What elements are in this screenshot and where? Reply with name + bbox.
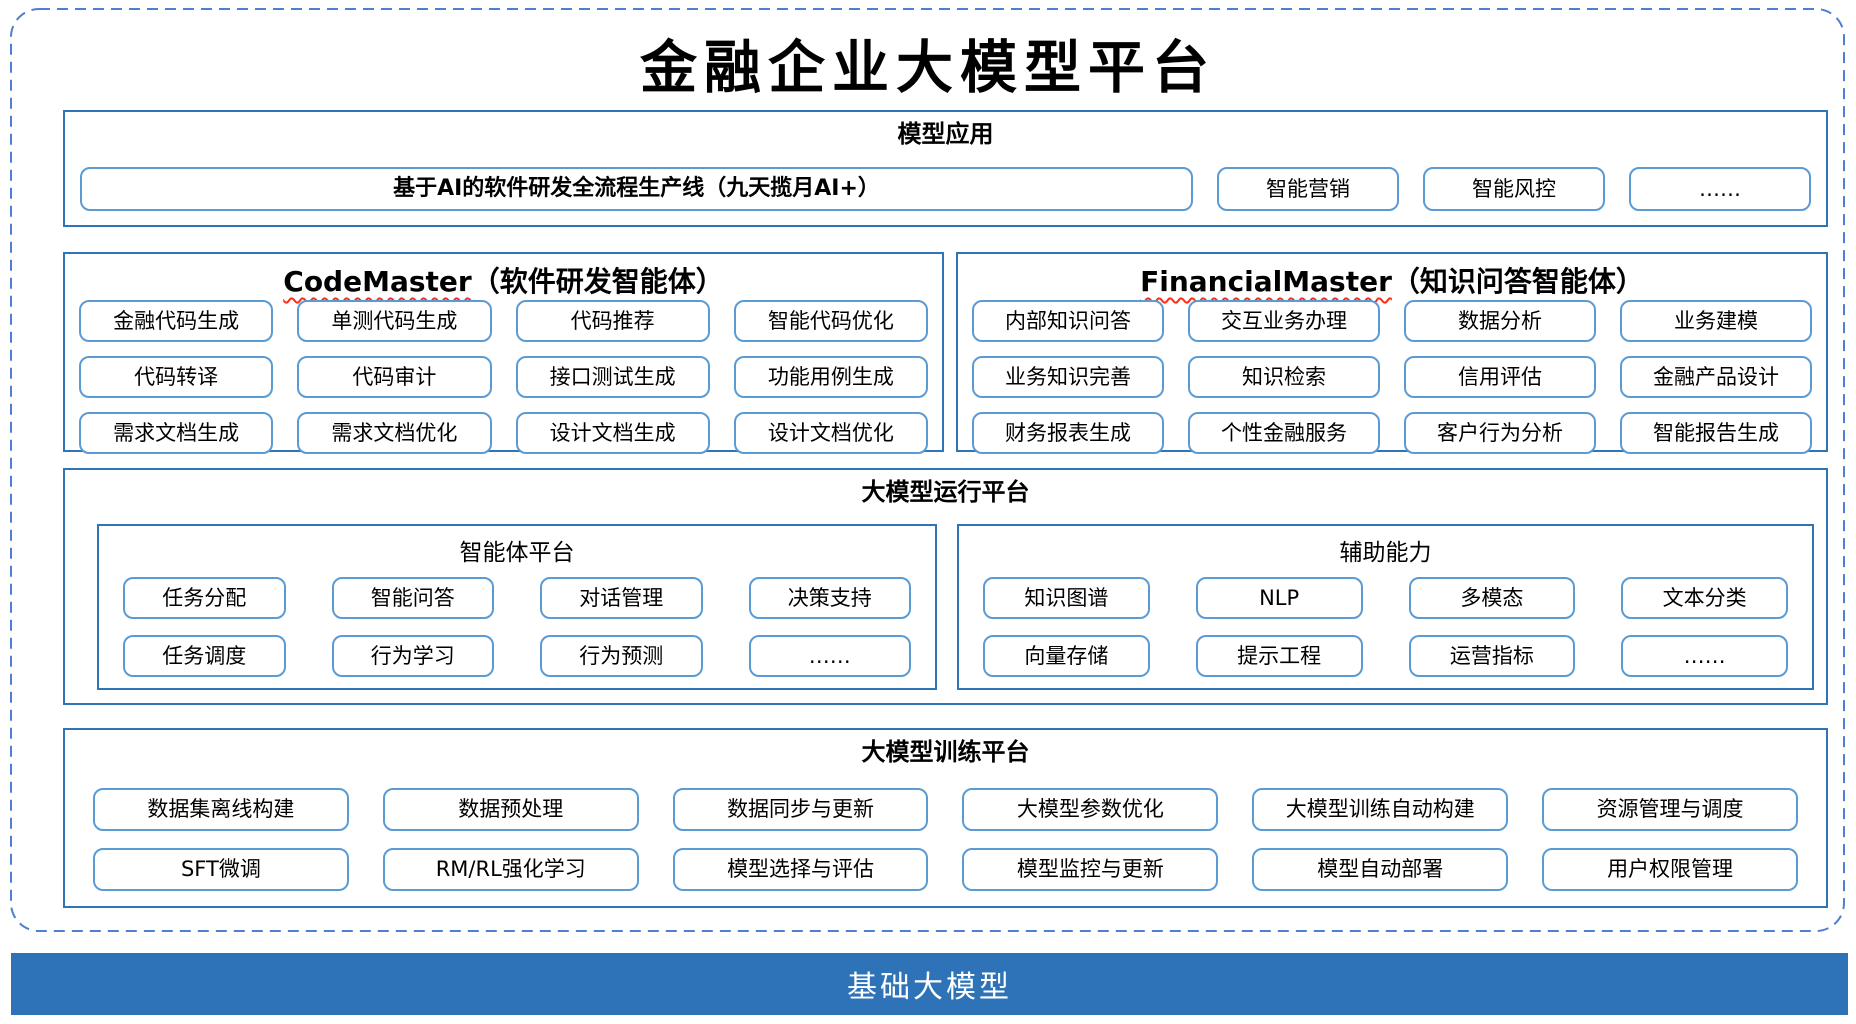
- training-node: 模型监控与更新: [962, 848, 1219, 891]
- codemaster-node: 代码审计: [297, 356, 492, 398]
- codemaster-node: 单测代码生成: [297, 300, 492, 342]
- agent-platform-grid: 任务分配 智能问答 对话管理 决策支持任务调度 行为学习 行为预测 ……: [123, 577, 911, 677]
- page-title: 金融企业大模型平台: [640, 34, 1216, 101]
- financialmaster-name-en: FinancialMaster: [1140, 265, 1392, 298]
- codemaster-node: 需求文档优化: [297, 412, 492, 454]
- codemaster-node: 代码转译: [79, 356, 274, 398]
- app-node-smart-risk-control: 智能风控: [1423, 167, 1605, 211]
- auxiliary-capability-node: 知识图谱: [983, 577, 1150, 619]
- financialmaster-node: 财务报表生成: [972, 412, 1164, 454]
- model-applications-row: 基于AI的软件研发全流程生产线（九天揽月AI+） 智能营销 智能风控 ……: [80, 167, 1811, 211]
- training-platform-heading: 大模型训练平台: [861, 738, 1030, 766]
- auxiliary-capability-node: 多模态: [1408, 577, 1576, 619]
- financialmaster-node: 智能报告生成: [1620, 412, 1812, 454]
- section-runtime-platform: 大模型运行平台 智能体平台 任务分配 智能问答 对话管理 决策支持任务调度 行为学习 行为…: [63, 468, 1828, 705]
- auxiliary-capability-node: 提示工程: [1195, 635, 1363, 677]
- agent-platform-box: 智能体平台 任务分配 智能问答 对话管理 决策支持任务调度 行为学习 行为预测 ……: [97, 524, 937, 690]
- auxiliary-capabilities-box: 辅助能力 知识图谱 NLP 多模态 文本分类向量存储 提示工程 运营指标 ……: [957, 524, 1814, 690]
- financialmaster-heading: FinancialMaster（知识问答智能体）: [958, 260, 1826, 300]
- training-platform-grid: 数据集离线构建数据预处理数据同步与更新大模型参数优化大模型训练自动构建资源管理与…: [93, 788, 1798, 891]
- agent-platform-node: 对话管理: [540, 577, 703, 619]
- auxiliary-capability-node: ……: [1621, 635, 1788, 677]
- app-node-smart-marketing: 智能营销: [1217, 167, 1399, 211]
- auxiliary-capability-node: 文本分类: [1621, 577, 1788, 619]
- section-financialmaster: FinancialMaster（知识问答智能体） 内部知识问答交互业务办理数据分…: [956, 252, 1828, 454]
- agent-platform-node: ……: [748, 635, 911, 677]
- training-node: 模型选择与评估: [672, 848, 929, 891]
- training-node: 模型自动部署: [1252, 848, 1509, 891]
- codemaster-heading: CodeMaster（软件研发智能体）: [65, 260, 942, 300]
- model-applications-heading: 模型应用: [897, 120, 994, 148]
- codemaster-grid: 金融代码生成单测代码生成代码推荐智能代码优化代码转译代码审计接口测试生成功能用例…: [79, 300, 928, 454]
- section-codemaster: CodeMaster（软件研发智能体） 金融代码生成单测代码生成代码推荐智能代码…: [63, 252, 944, 454]
- financialmaster-node: 金融产品设计: [1620, 356, 1812, 398]
- auxiliary-capabilities-grid: 知识图谱 NLP 多模态 文本分类向量存储 提示工程 运营指标 ……: [983, 577, 1788, 677]
- codemaster-node: 需求文档生成: [79, 412, 274, 454]
- financialmaster-grid: 内部知识问答交互业务办理数据分析业务建模业务知识完善知识检索信用评估金融产品设计…: [972, 300, 1812, 454]
- foundation-model-bar: 基础大模型: [11, 953, 1848, 1015]
- training-node: RM/RL强化学习: [382, 848, 639, 891]
- training-node: 数据集离线构建: [93, 788, 349, 831]
- agent-platform-node: 行为预测: [540, 635, 703, 677]
- financialmaster-node: 客户行为分析: [1404, 412, 1596, 454]
- financialmaster-node: 数据分析: [1404, 300, 1596, 342]
- codemaster-name-en: CodeMaster: [283, 265, 472, 298]
- auxiliary-capability-node: 运营指标: [1408, 635, 1576, 677]
- financialmaster-node: 知识检索: [1188, 356, 1380, 398]
- financialmaster-node: 业务建模: [1620, 300, 1812, 342]
- codemaster-node: 功能用例生成: [733, 356, 928, 398]
- training-node: 资源管理与调度: [1542, 788, 1798, 831]
- auxiliary-capability-node: 向量存储: [983, 635, 1150, 677]
- codemaster-node: 代码推荐: [515, 300, 710, 342]
- codemaster-node: 智能代码优化: [733, 300, 928, 342]
- agent-platform-node: 智能问答: [331, 577, 494, 619]
- financialmaster-node: 信用评估: [1404, 356, 1596, 398]
- training-node: 用户权限管理: [1542, 848, 1798, 891]
- app-node-ai-pipeline: 基于AI的软件研发全流程生产线（九天揽月AI+）: [80, 167, 1193, 211]
- training-node: 大模型参数优化: [962, 788, 1219, 831]
- codemaster-node: 金融代码生成: [79, 300, 274, 342]
- section-training-platform: 大模型训练平台 数据集离线构建数据预处理数据同步与更新大模型参数优化大模型训练自…: [63, 728, 1828, 908]
- agent-platform-node: 任务调度: [123, 635, 286, 677]
- codemaster-name-cn: （软件研发智能体）: [471, 265, 724, 298]
- runtime-platform-heading: 大模型运行平台: [861, 478, 1030, 506]
- app-node-ellipsis: ……: [1629, 167, 1811, 211]
- agent-platform-node: 行为学习: [331, 635, 494, 677]
- agent-platform-node: 任务分配: [123, 577, 286, 619]
- financialmaster-name-cn: （知识问答智能体）: [1391, 265, 1644, 298]
- agent-platform-heading: 智能体平台: [459, 540, 575, 566]
- financialmaster-node: 业务知识完善: [972, 356, 1164, 398]
- financialmaster-node: 内部知识问答: [972, 300, 1164, 342]
- training-node: 大模型训练自动构建: [1252, 788, 1509, 831]
- codemaster-node: 设计文档优化: [733, 412, 928, 454]
- codemaster-node: 设计文档生成: [515, 412, 710, 454]
- codemaster-node: 接口测试生成: [515, 356, 710, 398]
- agent-platform-node: 决策支持: [748, 577, 911, 619]
- auxiliary-capability-node: NLP: [1195, 577, 1363, 619]
- training-node: 数据预处理: [382, 788, 639, 831]
- training-node: 数据同步与更新: [672, 788, 929, 831]
- training-node: SFT微调: [93, 848, 349, 891]
- auxiliary-capabilities-heading: 辅助能力: [1339, 540, 1432, 566]
- section-model-applications: 模型应用 基于AI的软件研发全流程生产线（九天揽月AI+） 智能营销 智能风控 …: [63, 110, 1828, 227]
- financialmaster-node: 交互业务办理: [1188, 300, 1380, 342]
- financialmaster-node: 个性金融服务: [1188, 412, 1380, 454]
